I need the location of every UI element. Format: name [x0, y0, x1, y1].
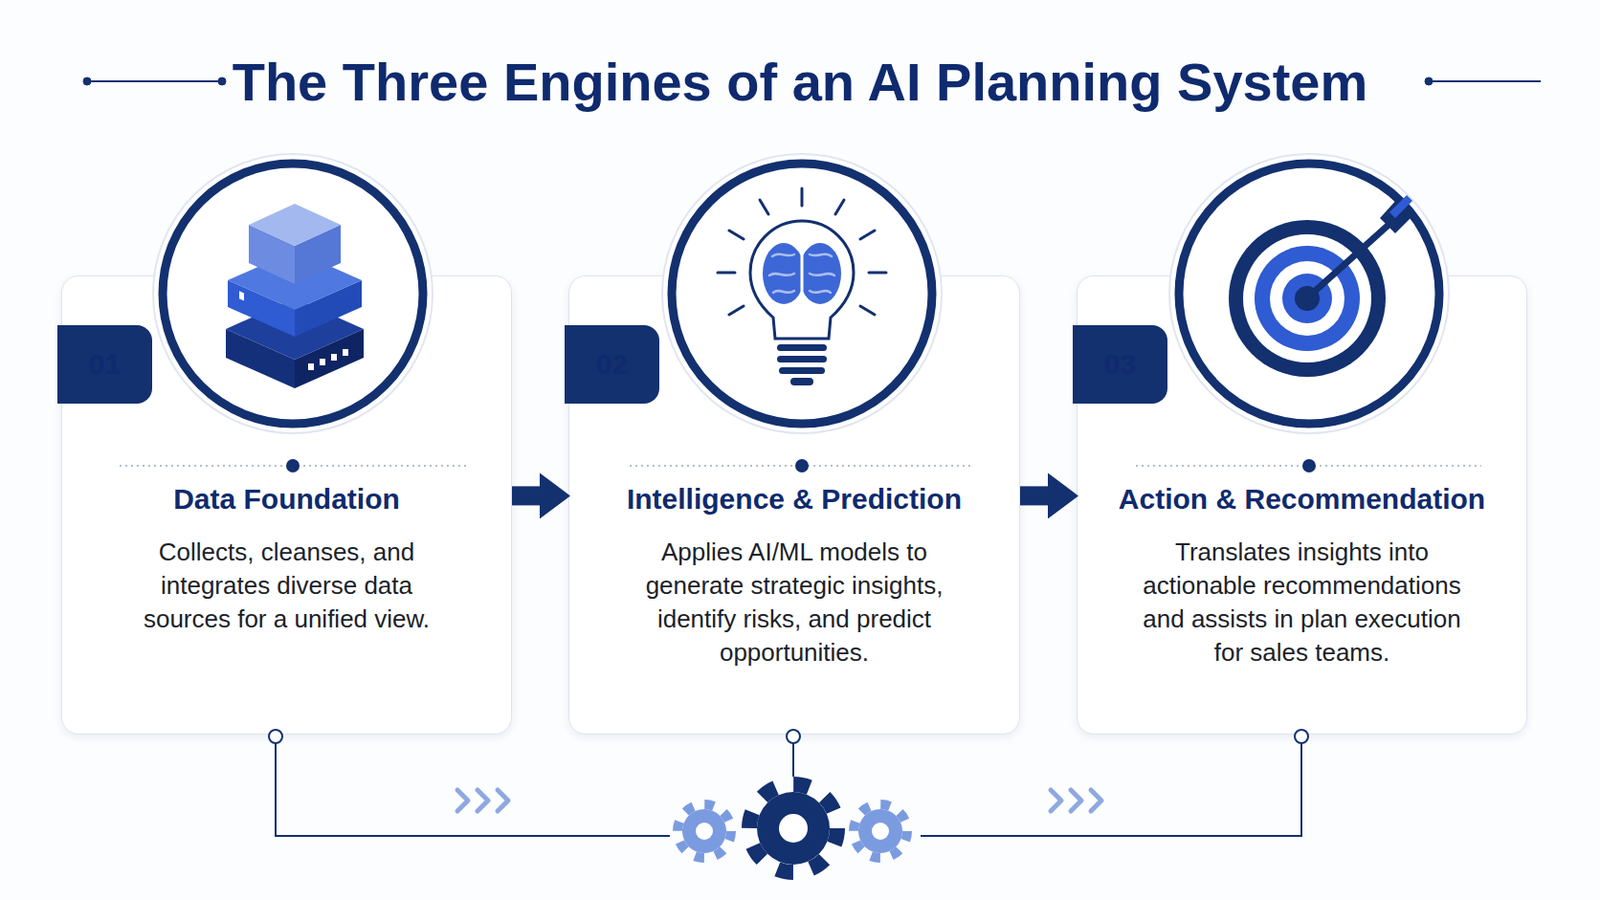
slab-face — [248, 203, 341, 246]
chevron — [1050, 790, 1062, 812]
chevron — [457, 790, 468, 812]
arrow-fletching — [1389, 195, 1413, 219]
card-body: Applies AI/ML models to generate strateg… — [624, 535, 965, 670]
engine-card: Intelligence & PredictionApplies AI/ML m… — [568, 275, 1021, 735]
ray — [860, 230, 875, 240]
flow-arrow — [511, 486, 542, 506]
chevron — [1070, 790, 1082, 812]
ray — [868, 271, 887, 275]
flow-chevrons — [457, 790, 1102, 812]
brain-fold — [809, 254, 832, 257]
flow-arrow — [1020, 486, 1050, 506]
step-badge: 02 — [564, 325, 660, 404]
ray — [759, 200, 769, 215]
ray — [800, 188, 804, 206]
title-holder: The Three Engines of an AI Planning Syst… — [0, 44, 1600, 121]
card-body: Translates insights into actionable reco… — [1132, 535, 1472, 670]
gear-hole — [778, 814, 808, 844]
card-heading: Data Foundation — [173, 481, 400, 518]
card-heading: Action & Recommendation — [1118, 481, 1486, 518]
gear-body — [756, 792, 830, 866]
small-gear — [677, 804, 732, 859]
engine-card: Action & RecommendationTranslates insigh… — [1076, 275, 1528, 735]
step-number: 02 — [596, 346, 628, 383]
card-heading: Intelligence & Prediction — [626, 481, 962, 518]
wire — [275, 743, 670, 837]
rule-dot — [218, 77, 226, 86]
title-rule — [83, 77, 1541, 86]
step-number: 03 — [1104, 346, 1136, 383]
large-gear — [749, 784, 838, 873]
gear-teeth — [853, 804, 908, 859]
step-badge: 01 — [57, 325, 153, 404]
chevron — [497, 790, 509, 812]
rule-line — [1428, 80, 1541, 83]
chevron — [477, 790, 489, 812]
gear-teeth — [677, 804, 732, 859]
arrow-fletching — [1379, 197, 1415, 234]
ray — [835, 200, 845, 215]
wire — [792, 743, 795, 778]
rule-dot — [83, 77, 91, 86]
rule-line — [87, 80, 223, 83]
step-number: 01 — [88, 346, 121, 383]
gear-body — [858, 809, 903, 854]
wire — [920, 743, 1302, 837]
ray — [717, 271, 735, 275]
gear-teeth — [749, 784, 838, 873]
gear-hole — [695, 822, 713, 841]
gear-body — [682, 809, 727, 854]
ray — [729, 230, 744, 240]
step-badge: 03 — [1072, 325, 1168, 404]
chevron — [1090, 790, 1102, 812]
rule-dot — [1424, 77, 1433, 86]
bottom-wiring — [268, 730, 1309, 837]
gear-cluster — [677, 784, 908, 873]
small-gear — [853, 804, 908, 859]
brain-fold — [772, 254, 795, 257]
diagram-title: The Three Engines of an AI Planning Syst… — [232, 44, 1369, 121]
card-body: Collects, cleanses, and integrates diver… — [116, 535, 457, 637]
engine-card: Data FoundationCollects, cleanses, and i… — [61, 275, 512, 735]
gear-hole — [871, 822, 889, 841]
